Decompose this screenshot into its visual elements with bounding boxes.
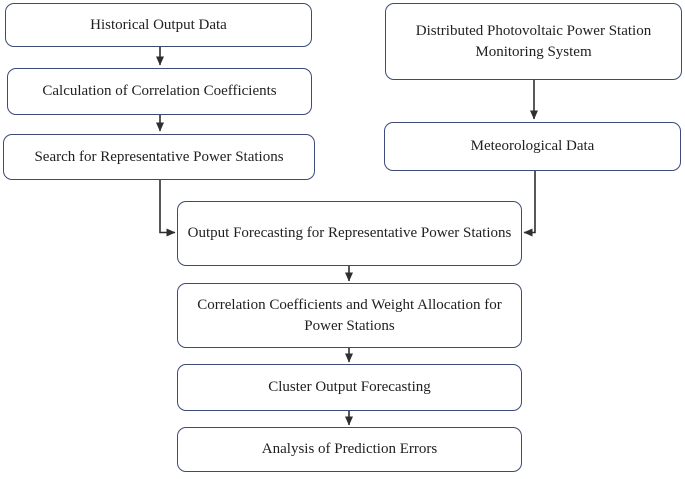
node-meteorological-data: Meteorological Data [384, 122, 681, 171]
node-search-for-representative-power-stations: Search for Representative Power Stations [3, 134, 315, 180]
node-historical-output-data: Historical Output Data [5, 3, 312, 47]
arrow-meteorological-to-output-forecast [523, 171, 536, 237]
node-analysis-of-prediction-errors: Analysis of Prediction Errors [177, 427, 522, 472]
node-correlation-coefficients-weight-allocation: Correlation Coefficients and Weight Allo… [177, 283, 522, 348]
node-distributed-pv-monitoring-system: Distributed Photovoltaic Power Station M… [385, 3, 682, 80]
node-output-forecasting-representative-stations: Output Forecasting for Representative Po… [177, 201, 522, 266]
node-cluster-output-forecasting: Cluster Output Forecasting [177, 364, 522, 411]
arrow-search-to-output-forecast [159, 180, 176, 237]
node-calculation-of-correlation-coefficients: Calculation of Correlation Coefficients [7, 68, 312, 115]
